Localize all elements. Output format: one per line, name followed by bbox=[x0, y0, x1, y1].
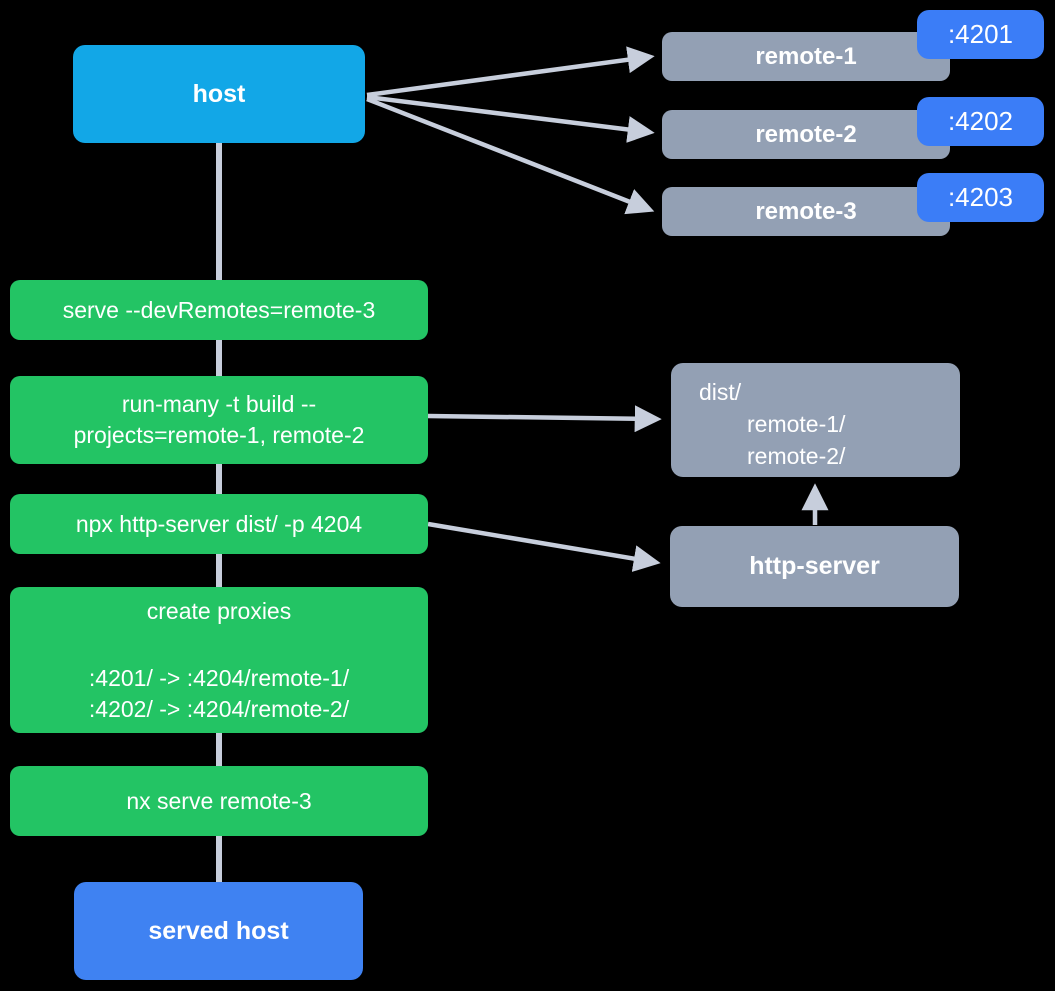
arrow-runmany-dist bbox=[427, 405, 662, 433]
dist-remote-2-label: remote-2/ bbox=[747, 443, 846, 469]
dist-root-label: dist/ bbox=[699, 379, 742, 405]
proxy-mapping-2: :4202/ -> :4204/remote-2/ bbox=[88, 695, 350, 722]
port-badge-4201: :4201 bbox=[917, 10, 1044, 59]
step-create-proxies: create proxies :4201/ -> :4204/remote-1/… bbox=[10, 587, 428, 733]
step-run-many-line-1: run-many -t build -- bbox=[121, 391, 317, 417]
arrow-host-remote-1 bbox=[366, 46, 655, 98]
port-badge-4202-label: :4202 bbox=[947, 106, 1014, 136]
remote-1-label: remote-1 bbox=[755, 42, 857, 70]
node-http-server: http-server bbox=[670, 526, 959, 607]
step-nx-serve-remote-3: nx serve remote-3 bbox=[10, 766, 428, 836]
arrow-host-remote-2 bbox=[366, 94, 655, 143]
node-remote-2: remote-2 bbox=[662, 110, 950, 159]
remote-2-label: remote-2 bbox=[755, 120, 857, 148]
node-remote-3: remote-3 bbox=[662, 187, 950, 236]
host-label: host bbox=[192, 79, 246, 108]
create-proxies-title: create proxies bbox=[146, 597, 292, 624]
port-badge-4202: :4202 bbox=[917, 97, 1044, 146]
node-remote-1: remote-1 bbox=[662, 32, 950, 81]
port-badge-4203: :4203 bbox=[917, 173, 1044, 222]
port-badge-4203-label: :4203 bbox=[947, 182, 1014, 212]
node-served-host: served host bbox=[74, 882, 363, 980]
step-serve-devremotes: serve --devRemotes=remote-3 bbox=[10, 280, 428, 340]
step-nx-serve-remote-3-label: nx serve remote-3 bbox=[126, 787, 312, 814]
proxy-mapping-1: :4201/ -> :4204/remote-1/ bbox=[88, 664, 350, 691]
step-npx-http-server: npx http-server dist/ -p 4204 bbox=[10, 494, 428, 554]
dist-remote-1-label: remote-1/ bbox=[747, 411, 846, 437]
node-dist-folder: dist/ remote-1/ remote-2/ bbox=[671, 363, 960, 477]
served-host-label: served host bbox=[148, 916, 289, 945]
step-npx-http-server-label: npx http-server dist/ -p 4204 bbox=[75, 510, 363, 537]
remote-3-label: remote-3 bbox=[755, 197, 857, 225]
port-badge-4201-label: :4201 bbox=[947, 19, 1014, 49]
step-run-many-line-2: projects=remote-1, remote-2 bbox=[73, 422, 365, 448]
arrow-npx-httpserver bbox=[427, 521, 661, 572]
node-host: host bbox=[73, 45, 365, 143]
step-serve-devremotes-label: serve --devRemotes=remote-3 bbox=[62, 296, 376, 323]
step-run-many-build: run-many -t build -- projects=remote-1, … bbox=[10, 376, 428, 464]
http-server-label: http-server bbox=[749, 552, 880, 580]
arrow-host-remote-3 bbox=[366, 96, 655, 215]
